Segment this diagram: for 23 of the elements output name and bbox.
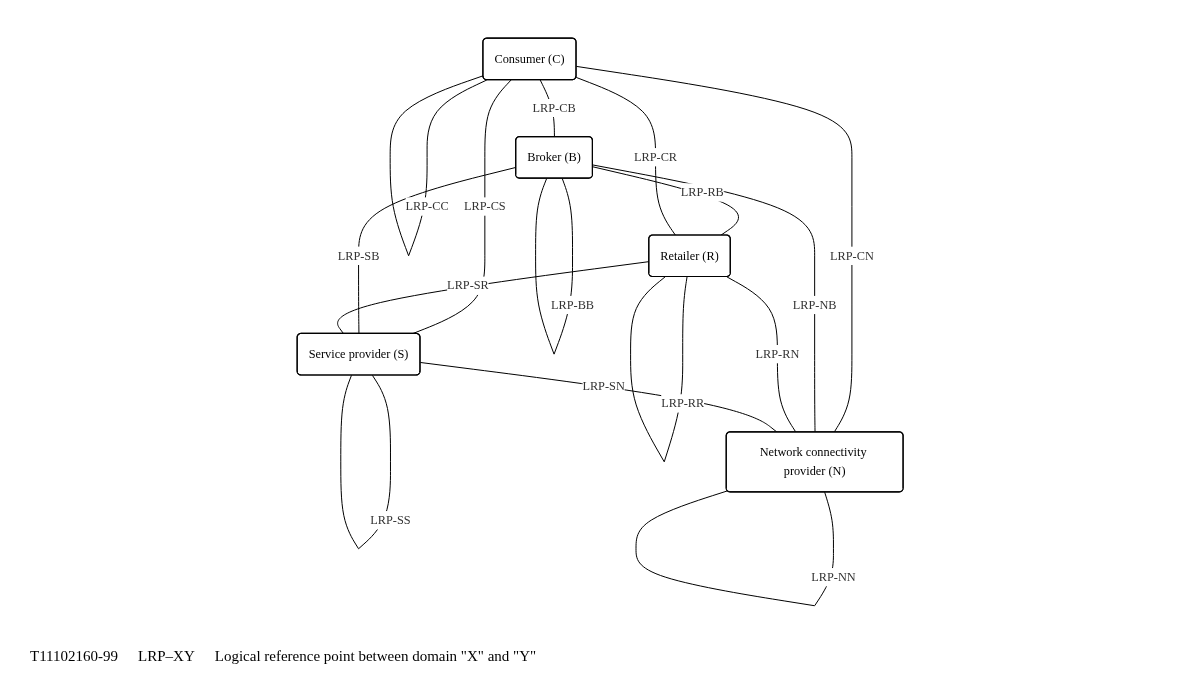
edge-label: LRP-RR — [661, 396, 705, 410]
edge-label: LRP-RB — [680, 185, 724, 199]
edge-label: LRP-BB — [550, 298, 594, 312]
edge-label: LRP-CR — [633, 150, 677, 164]
edge-label: LRP-CC — [405, 199, 449, 213]
legend-key: LRP–XY — [138, 648, 195, 665]
edge-label: LRP-NN — [811, 570, 856, 584]
connector — [575, 76, 676, 236]
connector — [575, 65, 853, 433]
edge-label: LRP-SB — [337, 248, 380, 262]
edge-label: LRP-CN — [829, 248, 874, 262]
edge-label: LRP-NB — [792, 298, 837, 312]
connector — [726, 276, 797, 433]
edge-label: LRP-RN — [755, 347, 800, 361]
edge-label: LRP-CB — [532, 101, 576, 115]
connector — [592, 166, 739, 236]
connector — [592, 164, 816, 433]
edge-label: LRP-SN — [582, 378, 625, 393]
edge-label: LRP-CS — [463, 199, 506, 213]
edge-label: LRP-SR — [446, 278, 489, 292]
edge-label: LRP-SS — [370, 513, 411, 527]
legend-text: Logical reference point between domain "X" and "Y" — [214, 648, 537, 665]
figure-code: T11102160-99 — [30, 648, 119, 665]
